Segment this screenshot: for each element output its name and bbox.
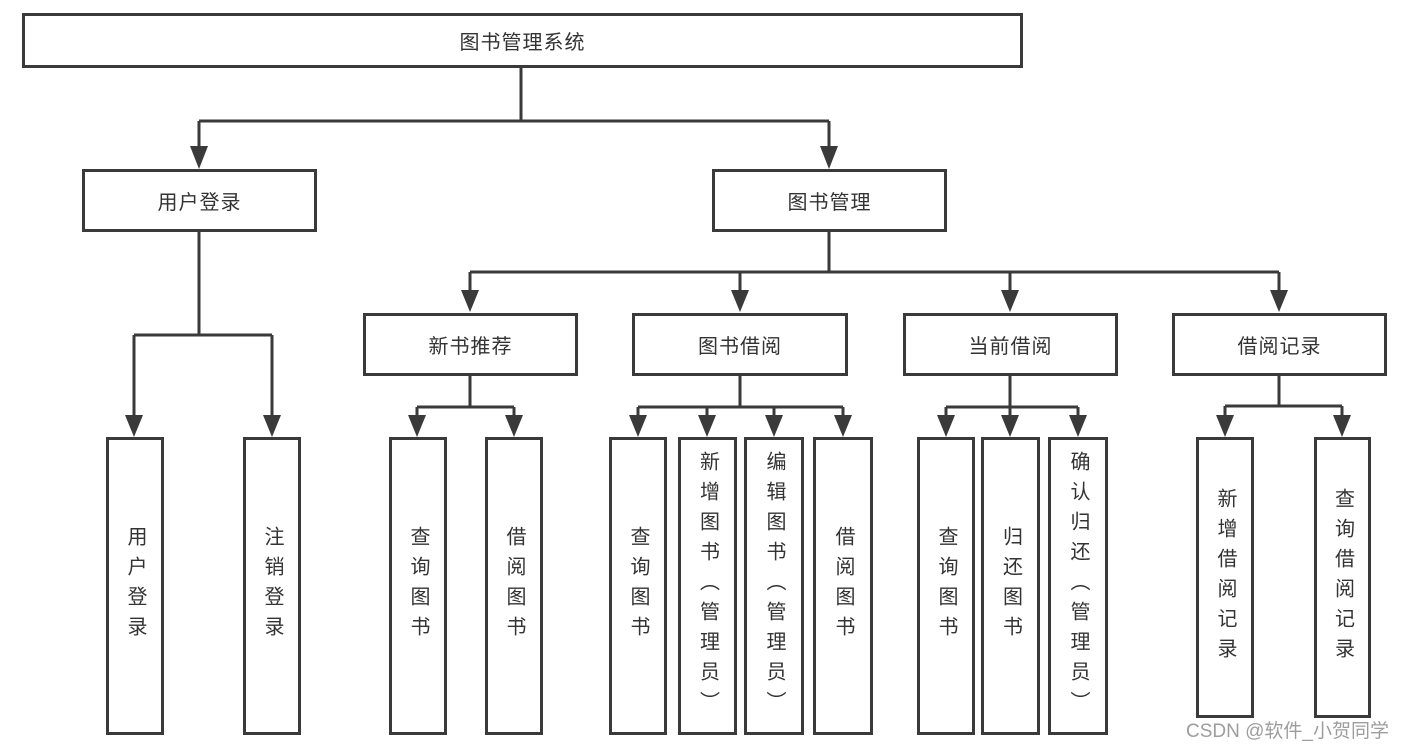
leaf-current-query-books: 查询图书	[917, 437, 975, 735]
node-borrowing-records-label: 借阅记录	[1237, 336, 1322, 358]
leaf-recommend-borrow-books: 借阅图书	[485, 437, 543, 735]
leaf-edit-books-admin: 编辑图书（管理员）	[744, 437, 804, 735]
leaf-recommend-borrow-books-label: 借阅图书	[503, 526, 525, 646]
node-current-borrowing-label: 当前借阅	[968, 336, 1053, 358]
leaf-confirm-return-admin-label: 确认归还（管理员）	[1067, 451, 1089, 721]
leaf-borrowing-borrow-books: 借阅图书	[813, 437, 873, 735]
leaf-borrowing-query-books-label: 查询图书	[627, 526, 649, 646]
leaf-add-borrow-record: 新增借阅记录	[1196, 437, 1254, 718]
node-new-book-recommend: 新书推荐	[363, 313, 578, 376]
leaf-logout: 注销登录	[243, 437, 301, 735]
leaf-return-books: 归还图书	[981, 437, 1040, 735]
node-book-borrowing: 图书借阅	[632, 313, 848, 376]
node-book-borrowing-label: 图书借阅	[698, 336, 782, 358]
leaf-user-login-label: 用户登录	[124, 526, 146, 646]
leaf-add-books-admin: 新增图书（管理员）	[678, 437, 737, 735]
leaf-user-login: 用户登录	[106, 437, 164, 735]
csdn-watermark: CSDN @软件_小贺同学	[1186, 721, 1389, 742]
leaf-edit-books-admin-label: 编辑图书（管理员）	[763, 451, 785, 721]
node-current-borrowing: 当前借阅	[903, 313, 1118, 376]
leaf-borrowing-query-books: 查询图书	[609, 437, 667, 735]
leaf-recommend-query-books-label: 查询图书	[407, 526, 429, 646]
node-new-book-recommend-label: 新书推荐	[428, 336, 513, 358]
node-book-management: 图书管理	[712, 169, 947, 232]
leaf-borrowing-borrow-books-label: 借阅图书	[832, 526, 854, 646]
leaf-query-borrow-record: 查询借阅记录	[1314, 437, 1371, 718]
leaf-logout-label: 注销登录	[261, 526, 283, 646]
leaf-add-borrow-record-label: 新增借阅记录	[1214, 487, 1236, 668]
node-root: 图书管理系统	[22, 13, 1023, 68]
leaf-recommend-query-books: 查询图书	[389, 437, 447, 735]
node-root-label: 图书管理系统	[459, 32, 586, 54]
leaf-current-query-books-label: 查询图书	[935, 526, 957, 646]
node-borrowing-records: 借阅记录	[1172, 313, 1387, 376]
node-user-login: 用户登录	[82, 169, 317, 232]
leaf-return-books-label: 归还图书	[999, 526, 1022, 646]
leaf-add-books-admin-label: 新增图书（管理员）	[696, 451, 719, 721]
node-book-management-label: 图书管理	[787, 192, 872, 214]
leaf-confirm-return-admin: 确认归还（管理员）	[1048, 437, 1108, 735]
node-user-login-label: 用户登录	[157, 192, 242, 214]
leaf-query-borrow-record-label: 查询借阅记录	[1331, 487, 1354, 668]
